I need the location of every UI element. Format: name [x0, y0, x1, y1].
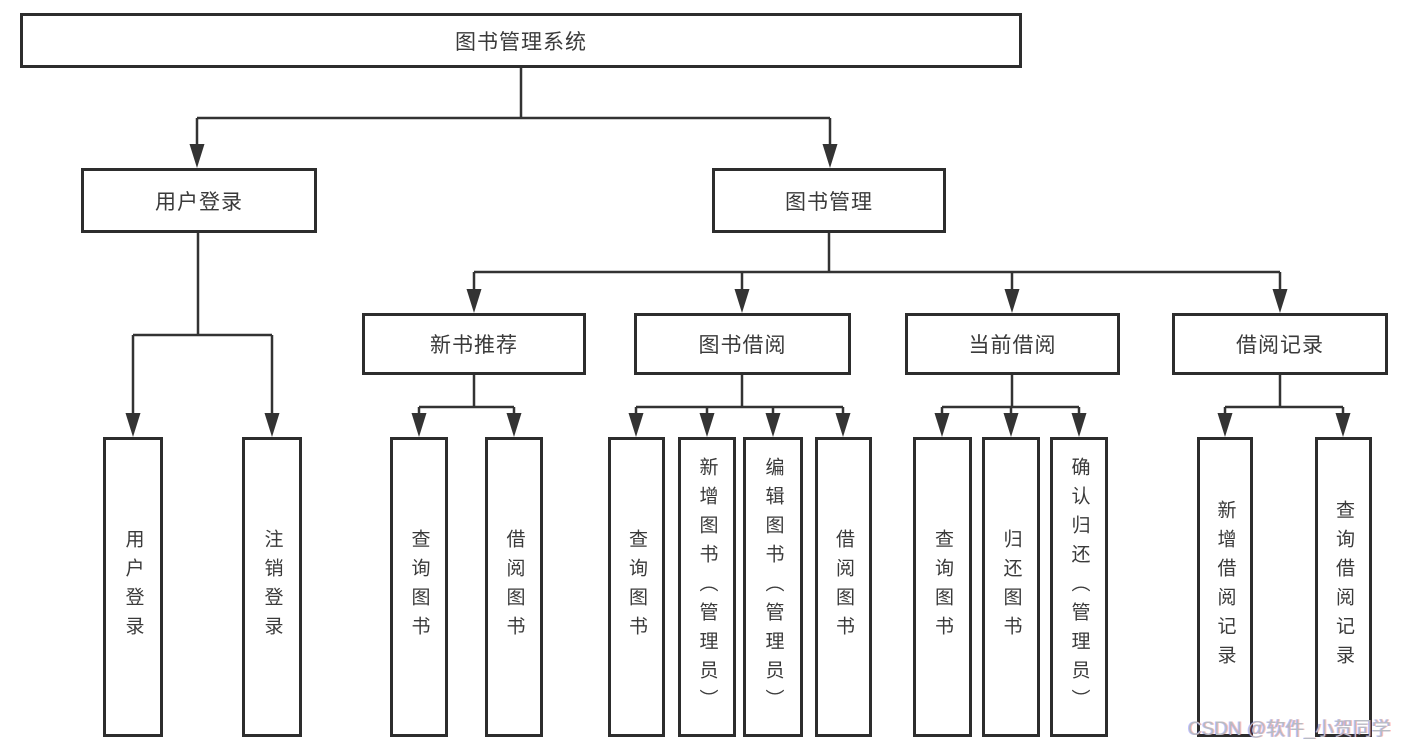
node-leaf-add-books-admin: 新增图书（管理员）: [678, 437, 736, 737]
node-leaf-logout: 注销登录: [242, 437, 302, 737]
arrowhead-down-icon: [835, 413, 851, 437]
node-label-leaf-query-books-borrowing: 查询图书: [626, 529, 647, 645]
node-leaf-borrow-books-recommend: 借阅图书: [485, 437, 543, 737]
node-leaf-add-borrow-record: 新增借阅记录: [1197, 437, 1253, 737]
node-leaf-query-books-borrowing: 查询图书: [608, 437, 665, 737]
node-leaf-edit-books-admin: 编辑图书（管理员）: [743, 437, 803, 737]
arrowhead-down-icon: [699, 413, 715, 437]
csdn-watermark: CSDN @软件_小贺同学: [1188, 719, 1391, 740]
arrowhead-down-icon: [466, 289, 482, 313]
node-group-book-borrowing: 图书借阅: [634, 313, 851, 375]
node-group-current-borrowing: 当前借阅: [905, 313, 1120, 375]
node-label-group-borrowing-records: 借阅记录: [1236, 334, 1324, 357]
node-label-leaf-return-books: 归还图书: [1000, 529, 1022, 645]
node-label-leaf-confirm-return-admin: 确认归还（管理员）: [1068, 456, 1090, 718]
node-label-group-book-borrowing: 图书借阅: [698, 334, 787, 357]
arrowhead-down-icon: [934, 413, 950, 437]
arrowhead-down-icon: [765, 413, 781, 437]
node-leaf-borrow-books-borrowing: 借阅图书: [815, 437, 872, 737]
arrowhead-down-icon: [125, 413, 141, 437]
node-label-leaf-query-borrow-record: 查询借阅记录: [1333, 500, 1354, 674]
node-label-branch-book-management: 图书管理: [785, 190, 873, 214]
node-leaf-return-books: 归还图书: [982, 437, 1040, 737]
node-group-borrowing-records: 借阅记录: [1172, 313, 1388, 375]
node-label-branch-user-login: 用户登录: [155, 190, 243, 214]
arrowhead-down-icon: [734, 289, 750, 313]
arrowhead-down-icon: [1217, 413, 1233, 437]
arrowhead-down-icon: [822, 144, 838, 168]
arrowhead-down-icon: [506, 413, 522, 437]
arrowhead-down-icon: [1004, 289, 1020, 313]
arrowhead-down-icon: [411, 413, 427, 437]
node-leaf-query-books-current: 查询图书: [913, 437, 972, 737]
node-label-leaf-edit-books-admin: 编辑图书（管理员）: [762, 456, 784, 718]
node-label-root: 图书管理系统: [455, 30, 587, 54]
node-label-leaf-logout: 注销登录: [261, 529, 283, 645]
node-label-group-current-borrowing: 当前借阅: [968, 334, 1057, 357]
node-label-leaf-add-borrow-record: 新增借阅记录: [1214, 500, 1236, 674]
arrowhead-down-icon: [1335, 413, 1351, 437]
arrowhead-down-icon: [264, 413, 280, 437]
node-root: 图书管理系统: [20, 13, 1022, 68]
node-label-leaf-user-login: 用户登录: [122, 529, 144, 645]
node-label-leaf-borrow-books-recommend: 借阅图书: [503, 529, 525, 645]
arrowhead-down-icon: [1272, 289, 1288, 313]
arrowhead-down-icon: [189, 144, 205, 168]
node-group-new-book-recommend: 新书推荐: [362, 313, 586, 375]
node-label-leaf-query-books-recommend: 查询图书: [408, 529, 430, 645]
node-leaf-user-login: 用户登录: [103, 437, 163, 737]
node-branch-user-login: 用户登录: [81, 168, 317, 233]
arrowhead-down-icon: [1071, 413, 1087, 437]
node-branch-book-management: 图书管理: [712, 168, 946, 233]
node-label-group-new-book-recommend: 新书推荐: [430, 334, 518, 357]
node-label-leaf-borrow-books-borrowing: 借阅图书: [833, 529, 854, 645]
node-leaf-confirm-return-admin: 确认归还（管理员）: [1050, 437, 1108, 737]
arrowhead-down-icon: [1003, 413, 1019, 437]
node-leaf-query-borrow-record: 查询借阅记录: [1315, 437, 1372, 737]
node-leaf-query-books-recommend: 查询图书: [390, 437, 448, 737]
node-label-leaf-add-books-admin: 新增图书（管理员）: [696, 456, 718, 718]
node-label-leaf-query-books-current: 查询图书: [932, 529, 953, 645]
arrowhead-down-icon: [628, 413, 644, 437]
